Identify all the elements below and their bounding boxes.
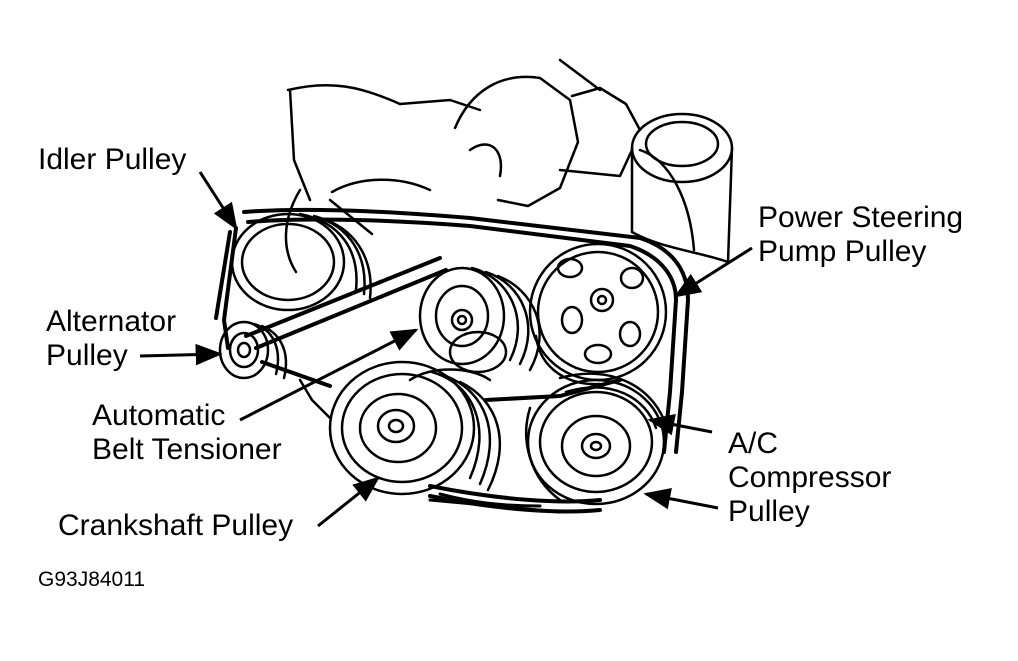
idler-leader-arrow (198, 171, 238, 231)
alternator-pulley (218, 320, 288, 380)
alternator-leader-arrow (139, 343, 223, 366)
idler-pulley (230, 212, 372, 312)
crankshaft-pulley (328, 360, 502, 496)
ac-label-line3: Pulley (728, 495, 810, 528)
belt-tensioner (418, 266, 541, 374)
figure-code: G93J84011 (38, 568, 146, 591)
power-steering-label-line1: Power Steering (758, 201, 964, 234)
tensioner-leader-arrow (239, 328, 419, 422)
power-steering-leader-arrow (673, 246, 753, 298)
idler-pulley-label: Idler Pulley (38, 143, 187, 176)
tensioner-label-line1: Automatic (92, 399, 226, 432)
ac-leader-arrow-lower (643, 488, 719, 510)
tensioner-label-line2: Belt Tensioner (92, 433, 282, 466)
ac-label-line2: Compressor (728, 461, 892, 494)
power-steering-pulley (528, 242, 668, 386)
ac-leader-arrow-upper (647, 414, 713, 436)
leader-lines (139, 171, 753, 528)
ac-compressor-pulley (525, 372, 666, 506)
alternator-label-line2: Pulley (46, 339, 128, 372)
belt-lower (428, 492, 562, 514)
crankshaft-pulley-label: Crankshaft Pulley (58, 509, 294, 542)
power-steering-label-line2: Pump Pulley (758, 235, 927, 268)
crankshaft-leader-arrow (317, 476, 381, 528)
alternator-label-line1: Alternator (46, 305, 177, 338)
ac-label-line1: A/C (728, 427, 779, 460)
